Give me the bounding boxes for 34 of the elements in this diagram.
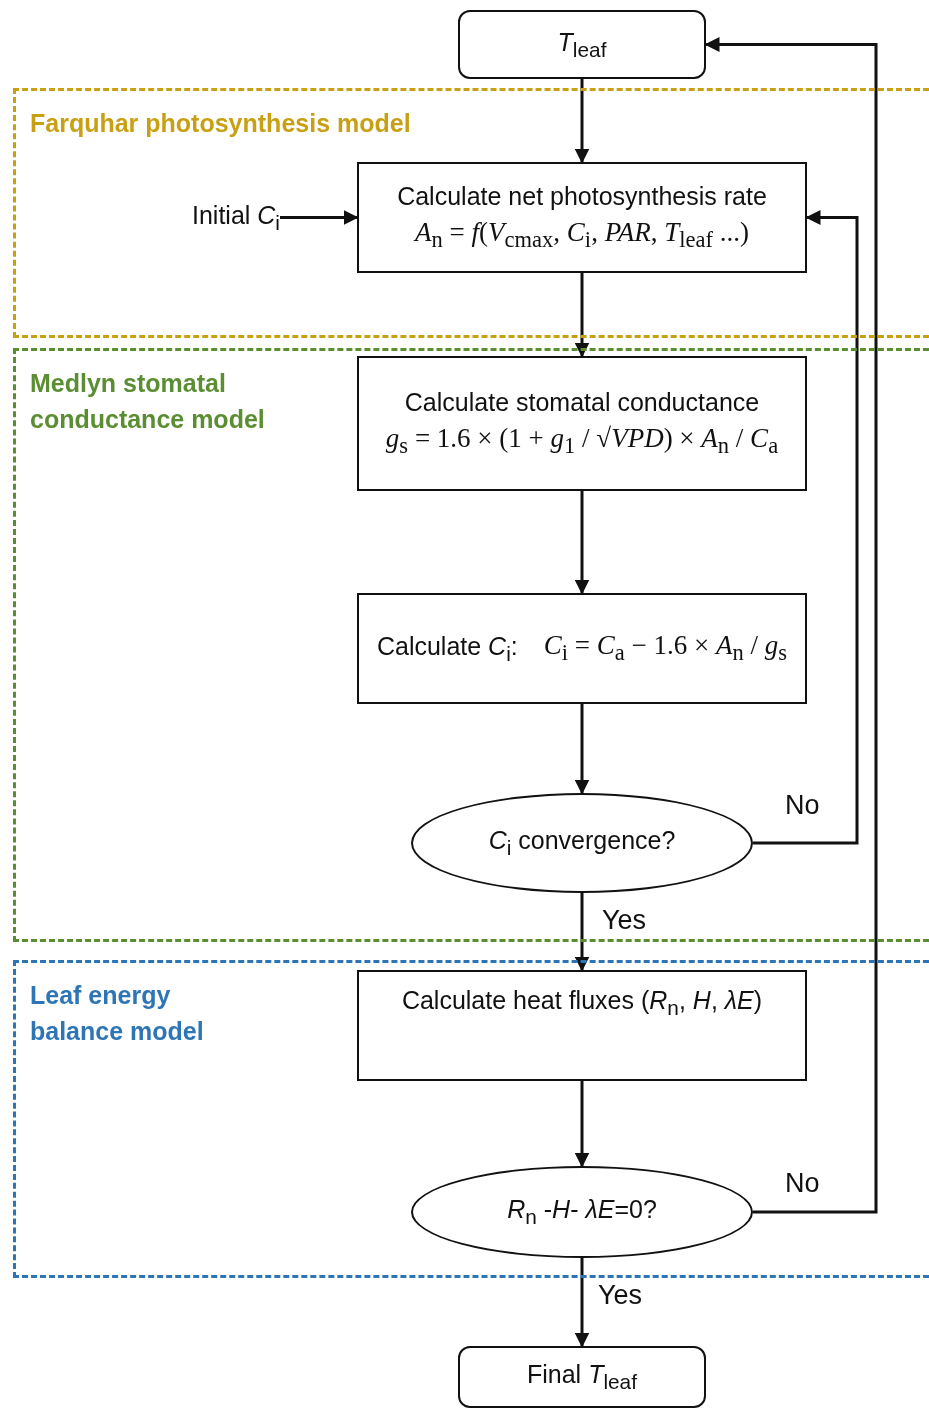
region-title: Medlyn stomatal conductance model (30, 368, 266, 436)
step-label: T$_{leaf}$ (557, 27, 607, 62)
arrow (574, 491, 590, 595)
step-label: Calculate stomatal conductance (404, 387, 760, 417)
formula: A$_{n}$ = f(V$_{cmax}$, C$_{i}$, PAR, T$_{leaf}$ ...) (415, 216, 749, 254)
arrow (574, 704, 590, 795)
step-label: Calculate net photosynthesis rate (397, 181, 767, 211)
process-box (357, 970, 807, 1081)
model-region (13, 348, 929, 942)
arrow (753, 210, 859, 845)
input-label: Initial C$_{i}$ (192, 200, 280, 235)
arrow (574, 893, 590, 972)
arrow (280, 210, 359, 225)
arrow (574, 79, 590, 164)
step-label: Calculate heat fluxes (R$_{n}$, H, λE) (401, 986, 763, 1020)
terminal-box (458, 1346, 706, 1408)
terminal-box (458, 10, 706, 79)
process-box (357, 162, 807, 273)
model-region (13, 960, 929, 1278)
region-title: Farquhar photosynthesis model (30, 108, 412, 139)
region-title: Leaf energy balance model (30, 980, 205, 1048)
arrow (574, 1258, 590, 1348)
arrow (574, 273, 590, 358)
formula: C$_{i}$ = C$_{a}$ − 1.6 × A$_{n}$ / g$_{s}$ (543, 630, 788, 667)
process-box (357, 356, 807, 491)
decision-label: C$_{i}$ convergence? (488, 826, 676, 860)
step-label: Calculate C$_{i}$: (376, 631, 518, 666)
process-box (357, 593, 807, 704)
step-label: Final T$_{leaf}$ (527, 1360, 637, 1394)
model-region (13, 88, 929, 338)
decision-label: R$_{n}$ -H- λE=0? (507, 1195, 657, 1229)
arrow (574, 1081, 590, 1168)
formula: g$_{s}$ = 1.6 × (1 + g$_{1}$ / √VPD) × A$_{n}$ / C$_{a}$ (385, 422, 779, 460)
arrow (704, 37, 878, 1214)
